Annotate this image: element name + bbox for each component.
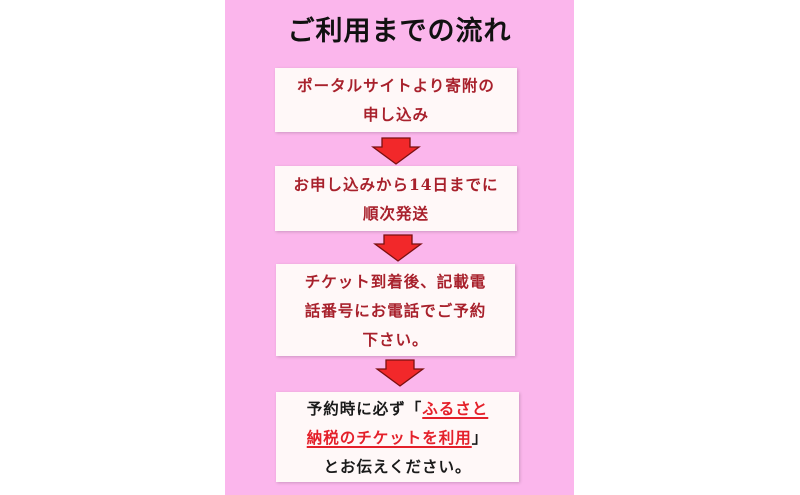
down-arrow-icon bbox=[375, 359, 425, 387]
step-1-line-1: ポータルサイトより寄附の bbox=[297, 76, 495, 95]
step-3-line-3: 下さい。 bbox=[362, 329, 429, 349]
step-3-line-1: チケット到着後、記載電 bbox=[304, 271, 487, 291]
step-4-line-1: 予約時に必ず「ふるさと bbox=[307, 394, 489, 423]
step-4-line-3: とお伝えください。 bbox=[323, 456, 472, 476]
highlight-text: 納税のチケットを利用 bbox=[306, 427, 472, 447]
flow-panel: ご利用までの流れ ポータルサイトより寄附の 申し込み お申し込みから14日までに… bbox=[225, 0, 574, 495]
step-3-box: チケット到着後、記載電 話番号にお電話でご予約 下さい。 bbox=[276, 264, 515, 356]
step-1-line-2: 申し込み bbox=[362, 105, 429, 124]
step-2-box: お申し込みから14日までに 順次発送 bbox=[275, 166, 517, 231]
step-1-box: ポータルサイトより寄附の 申し込み bbox=[275, 68, 517, 132]
step-4-suffix: 」 bbox=[471, 427, 489, 447]
step-2-line-1: お申し込みから14日までに bbox=[293, 174, 499, 194]
down-arrow-icon bbox=[371, 137, 421, 165]
step-4-box: 予約時に必ず「ふるさと 納税のチケットを利用」 とお伝えください。 bbox=[276, 392, 519, 482]
page-title: ご利用までの流れ bbox=[287, 16, 512, 47]
step-4-prefix: 予約時に必ず「 bbox=[306, 398, 423, 418]
highlight-text: ふるさと bbox=[422, 398, 489, 418]
step-3-line-2: 話番号にお電話でご予約 bbox=[304, 300, 487, 320]
step-2-line-2: 順次発送 bbox=[362, 203, 429, 223]
step-4-line-2: 納税のチケットを利用」 bbox=[307, 423, 489, 452]
down-arrow-icon bbox=[373, 234, 423, 262]
